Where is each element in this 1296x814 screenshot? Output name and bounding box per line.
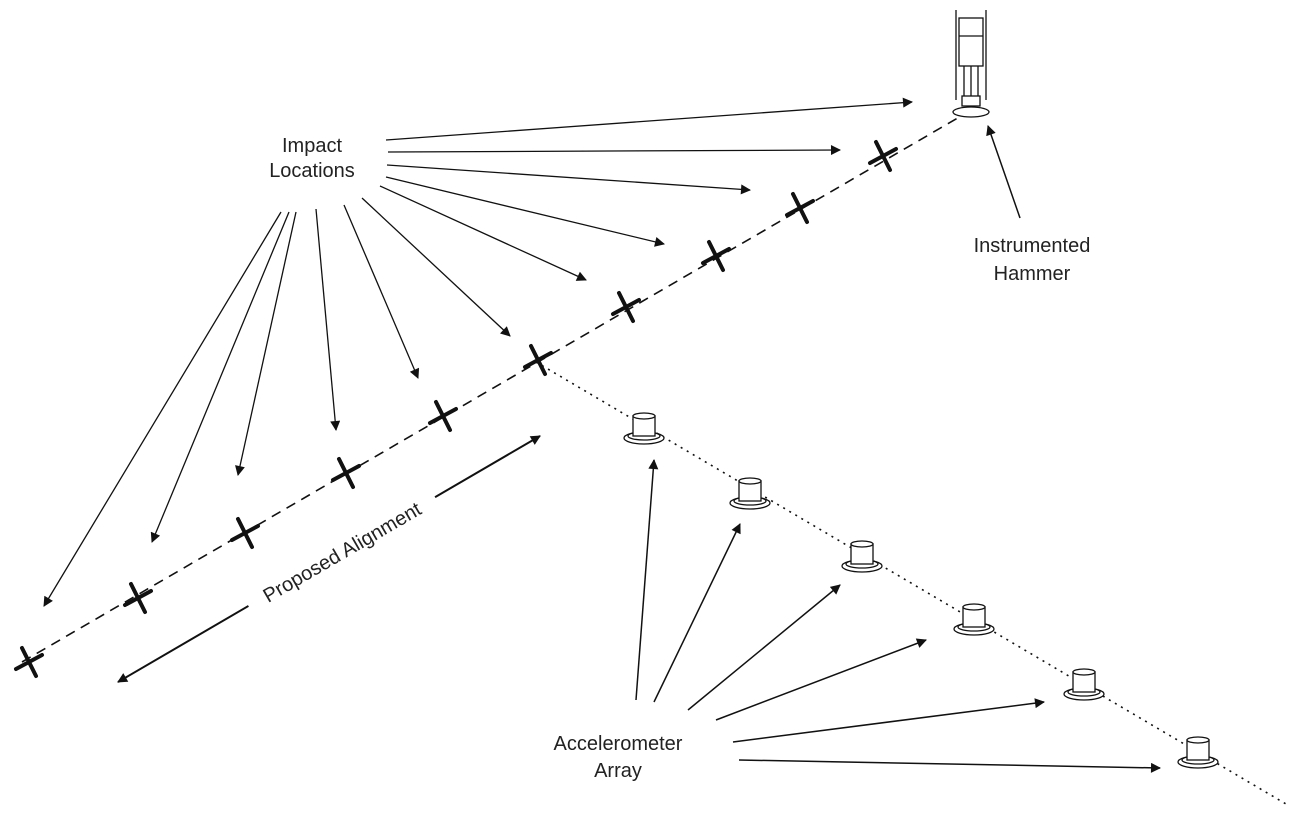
impact-location-marker-7 <box>611 291 641 323</box>
accelerometer-arrows <box>635 459 1161 773</box>
accelerometer-arrow-2 <box>653 523 741 703</box>
accelerometer-line <box>535 361 1287 805</box>
hammer-pointer-arrow <box>986 125 1021 219</box>
alignment-label-background <box>238 480 446 624</box>
proposed-alignment-label: Proposed Alignment <box>260 498 426 607</box>
impact-arrow-11 <box>43 211 282 607</box>
accelerometer-icon <box>1177 736 1219 769</box>
impact-arrow-5 <box>379 185 587 281</box>
instrumented-hammer-label-line1: Instrumented <box>974 235 1091 257</box>
impact-location-marker-6 <box>523 344 553 376</box>
impact-location-marker-2 <box>123 582 153 614</box>
accelerometer-arrow-1 <box>635 459 659 701</box>
accelerometer-sensors <box>623 412 1219 769</box>
impact-arrow-10 <box>150 211 290 543</box>
impact-locations-label-line1: Impact <box>282 135 342 157</box>
impact-markers <box>14 140 898 678</box>
accelerometer-arrow-4 <box>715 638 927 721</box>
accelerometer-icon <box>623 412 665 445</box>
impact-location-marker-9 <box>785 192 815 224</box>
impact-arrow-3 <box>386 164 751 195</box>
accelerometer-icon <box>729 477 771 510</box>
accelerometer-arrow-3 <box>687 584 841 711</box>
accelerometer-icon <box>953 603 995 636</box>
impact-arrow-2 <box>387 145 841 156</box>
impact-arrow-8 <box>315 208 341 431</box>
instrumented-hammer-label-line2: Hammer <box>994 263 1071 285</box>
accelerometer-array-label-line1: Accelerometer <box>554 733 683 755</box>
impact-arrows <box>43 97 913 607</box>
accelerometer-array-label-line2: Array <box>594 760 642 782</box>
accelerometer-arrow-6 <box>738 759 1161 773</box>
impact-arrow-1 <box>385 97 913 141</box>
impact-arrow-7 <box>343 204 420 379</box>
impact-location-marker-4 <box>331 457 361 489</box>
impact-arrow-9 <box>235 211 297 476</box>
accelerometer-icon <box>841 540 883 573</box>
impact-location-marker-1 <box>14 646 44 678</box>
impact-arrow-6 <box>361 197 511 337</box>
accelerometer-icon <box>1063 668 1105 701</box>
impact-arrow-4 <box>385 176 665 247</box>
impact-location-marker-8 <box>701 240 731 272</box>
impact-location-marker-5 <box>428 400 458 432</box>
accelerometer-arrow-5 <box>732 698 1045 743</box>
proposed-alignment-line <box>21 111 969 663</box>
impact-location-marker-3 <box>230 517 260 549</box>
impact-locations-label-line2: Locations <box>269 160 355 182</box>
impact-location-marker-10 <box>868 140 898 172</box>
instrumented-hammer-icon <box>952 10 990 118</box>
